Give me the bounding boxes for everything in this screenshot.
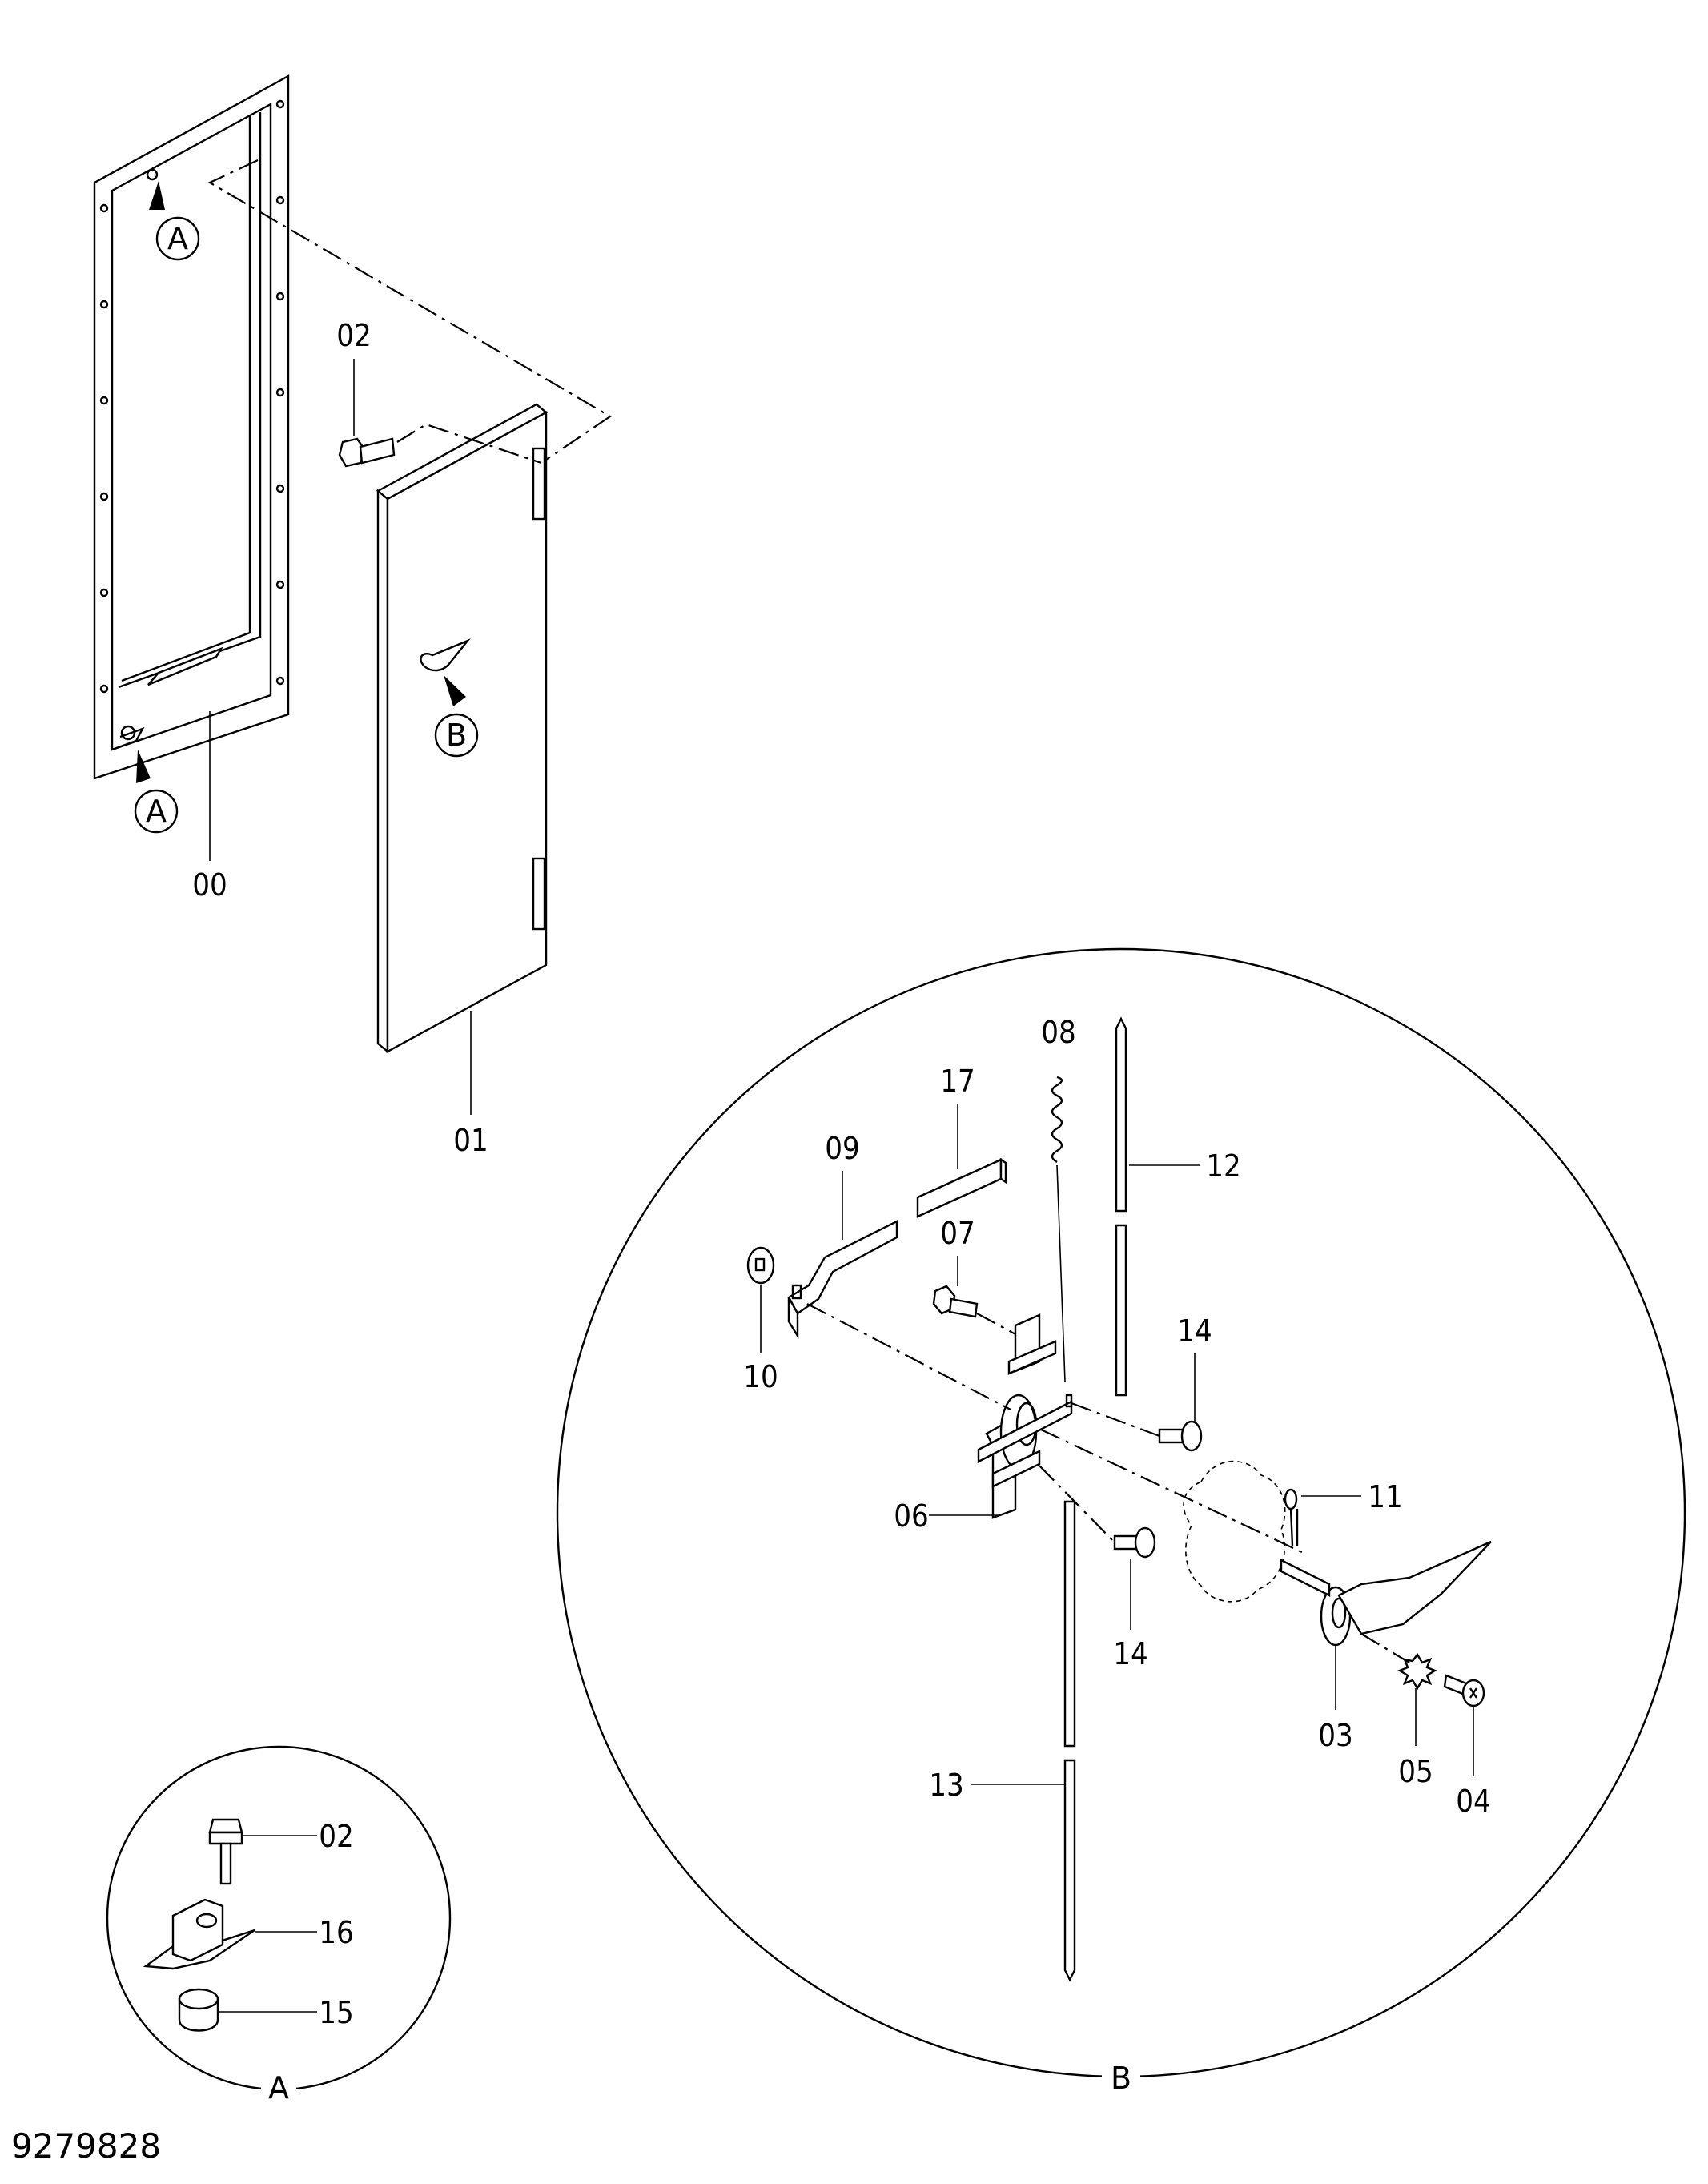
part-label-16: 16 [319,1915,354,1950]
pin-14-lower [1113,1526,1156,1559]
bolt-07 [932,1285,979,1318]
handle-03 [1280,1540,1492,1647]
detail-a-bushing-15 [178,1988,219,2032]
pin-14-upper [1158,1420,1203,1452]
callout-b-door-label: B [446,718,467,753]
callout-a-bottom: A [134,750,179,834]
screw-04 [1443,1674,1485,1707]
door-01: B [376,403,549,1054]
part-label-17: 17 [940,1064,975,1099]
part-label-04: 04 [1456,1784,1491,1819]
part-label-03: 03 [1318,1718,1353,1753]
part-label-08: 08 [1041,1015,1076,1050]
part-label-06: 06 [894,1498,929,1534]
lever-09 [787,1220,898,1340]
bolt-02-door [338,437,396,468]
lower-rod-13 [1063,1500,1076,1982]
detail-a-circle [106,1745,452,2091]
part-label-14-upper: 14 [1177,1313,1212,1349]
spring-08 [1051,1076,1063,1164]
detail-a-bolt-02 [208,1818,243,1885]
detail-a-title: A [268,2070,289,2106]
upper-rod-12 [1115,1016,1127,1397]
part-label-15: 15 [319,1995,354,2030]
part-label-12: 12 [1206,1148,1241,1184]
part-label-14-lower: 14 [1113,1636,1148,1671]
part-label-02-detail: 02 [319,1819,354,1854]
part-label-07: 07 [940,1216,975,1251]
callout-a-bottom-label: A [146,794,167,829]
assembly-line-frame-door [207,159,613,464]
latch-mechanism-06 [977,1313,1073,1519]
plate-17 [916,1157,1007,1218]
part-label-13: 13 [929,1768,964,1803]
callout-a-top: A [149,181,200,261]
part-label-05: 05 [1398,1754,1433,1789]
detail-b-title: B [1111,2061,1131,2096]
part-label-02-door: 02 [336,318,372,353]
part-label-00: 00 [192,867,227,903]
part-label-01: 01 [453,1123,488,1158]
part-label-11: 11 [1368,1479,1403,1514]
drawing-number: 9279828 [11,2126,162,2166]
callout-a-top-label: A [167,221,188,256]
door-panel-cutaway [1183,1460,1286,1603]
washer-10 [746,1246,775,1285]
cotter-pin-11 [1284,1488,1299,1546]
part-label-09: 09 [825,1131,860,1166]
door-frame-00 [93,74,290,780]
detail-a-bracket-16 [143,1898,255,1970]
part-label-10: 10 [743,1359,778,1394]
